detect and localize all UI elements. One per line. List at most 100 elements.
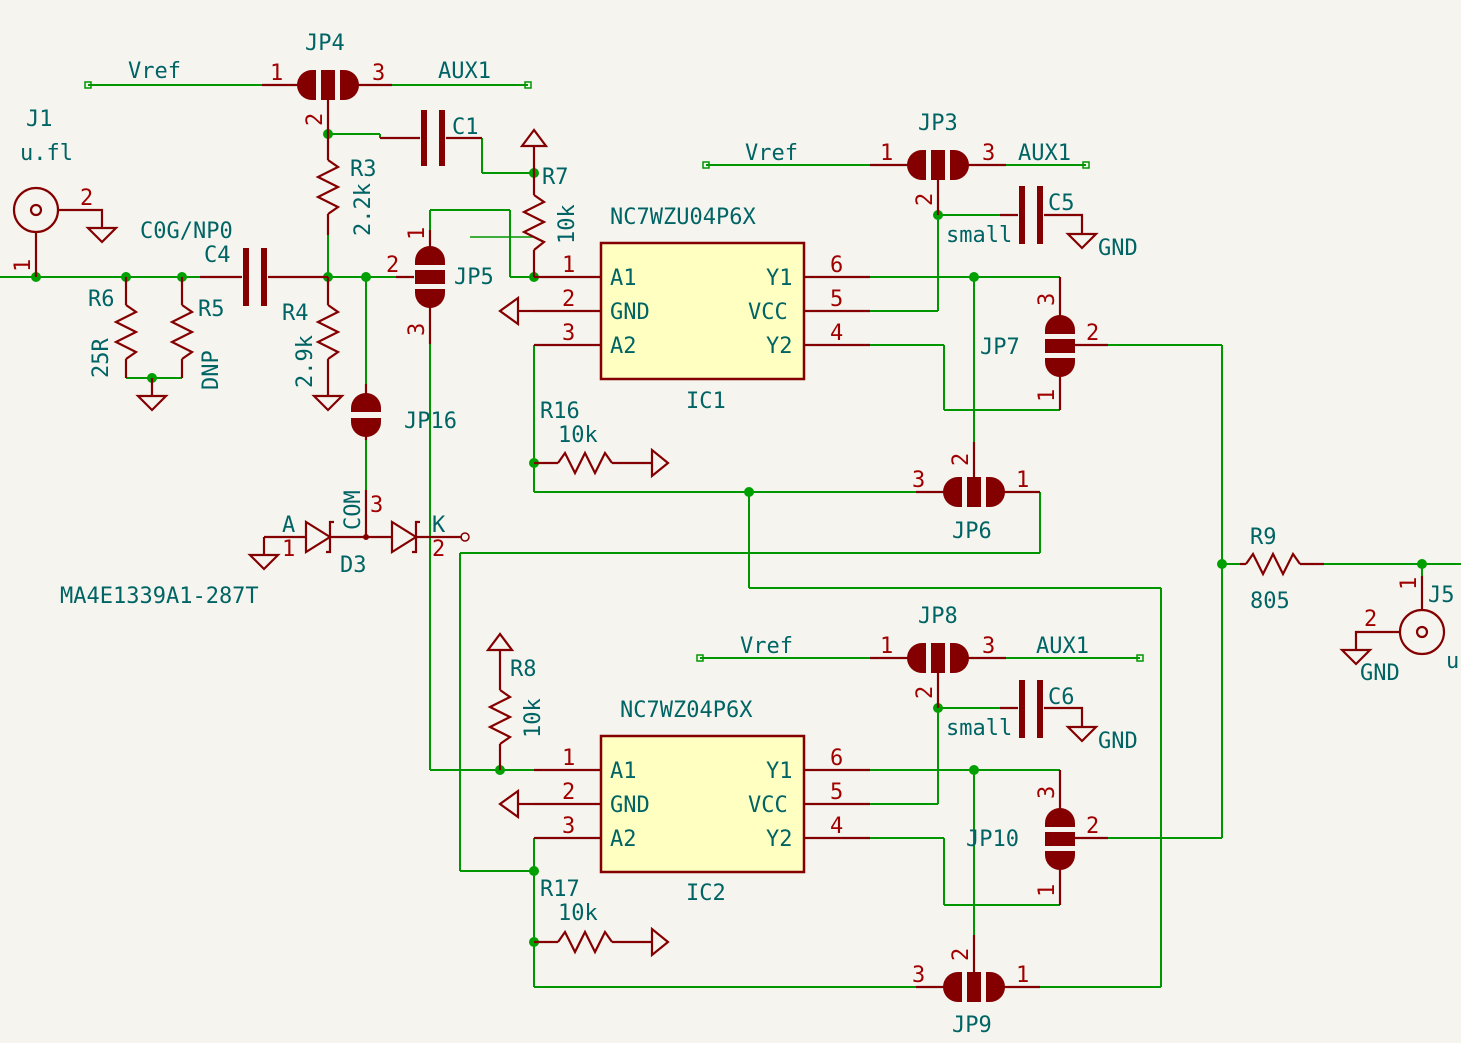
- c1-capacitor[interactable]: C1: [380, 110, 482, 166]
- svg-text:3: 3: [982, 141, 995, 166]
- svg-text:3: 3: [372, 61, 385, 86]
- gnd-label-c5: GND: [1098, 236, 1138, 261]
- svg-text:1: 1: [1035, 884, 1060, 897]
- c4-ref: C4: [204, 243, 231, 268]
- r8-ref: R8: [510, 657, 537, 682]
- r5-value: DNP: [199, 350, 224, 390]
- svg-text:3: 3: [562, 321, 575, 346]
- r17-value: 10k: [558, 901, 598, 926]
- svg-text:Y2: Y2: [766, 334, 793, 359]
- c5-ref: C5: [1048, 191, 1075, 216]
- r5-resistor[interactable]: R5 DNP: [169, 277, 225, 390]
- r9-resistor[interactable]: R9 805: [1240, 525, 1324, 614]
- svg-text:1: 1: [1016, 468, 1029, 493]
- svg-text:2: 2: [562, 780, 575, 805]
- svg-text:1: 1: [562, 253, 575, 278]
- d3-k-label: K: [432, 513, 446, 538]
- svg-text:2: 2: [386, 253, 399, 278]
- r4-ref: R4: [282, 301, 309, 326]
- jp5-ref: JP5: [454, 265, 494, 290]
- jp16-ref: JP16: [404, 409, 457, 434]
- svg-text:AUX1: AUX1: [1018, 141, 1071, 166]
- svg-text:GND: GND: [610, 793, 650, 818]
- r16-resistor[interactable]: R16 10k: [534, 399, 670, 479]
- r6-value: 25R: [89, 338, 114, 378]
- svg-text:Y1: Y1: [766, 759, 793, 784]
- ic2-ref: IC2: [686, 881, 726, 906]
- jp6-jumper[interactable]: JP6 3 1 2: [912, 442, 1040, 544]
- r3-value: 2.2k: [351, 183, 376, 236]
- gnd-label-c6: GND: [1098, 729, 1138, 754]
- svg-text:A1: A1: [610, 266, 637, 291]
- ic1-value: NC7WZU04P6X: [610, 205, 756, 230]
- c6-capacitor[interactable]: C6 small GND: [946, 680, 1138, 754]
- svg-text:1: 1: [1397, 577, 1422, 590]
- svg-text:2: 2: [562, 287, 575, 312]
- gnd-label-j5: GND: [1360, 661, 1400, 686]
- svg-text:1: 1: [1035, 389, 1060, 402]
- gnd-symbol-r6: [135, 378, 169, 412]
- r16-ref: R16: [540, 399, 580, 424]
- svg-text:1: 1: [11, 259, 36, 272]
- svg-text:AUX1: AUX1: [1036, 634, 1089, 659]
- svg-text:1: 1: [562, 746, 575, 771]
- c5-capacitor[interactable]: C5 small GND: [946, 186, 1138, 261]
- svg-text:VCC: VCC: [748, 300, 788, 325]
- jp3-jumper[interactable]: JP3 1 3 2 Vref AUX1: [745, 111, 1071, 215]
- ic1-chip[interactable]: NC7WZU04P6X IC1 A1 GND A2 Y1 VCC Y2 1 2 …: [498, 205, 870, 414]
- svg-text:2: 2: [80, 186, 93, 211]
- j5-ref: J5: [1428, 583, 1455, 608]
- svg-text:2: 2: [913, 686, 938, 699]
- svg-text:3: 3: [562, 814, 575, 839]
- ic2-chip[interactable]: NC7WZ04P6X IC2 A1 GND A2 Y1 VCC Y2 1 2 3…: [498, 698, 870, 906]
- r9-value: 805: [1250, 589, 1290, 614]
- ic1-ref: IC1: [686, 389, 726, 414]
- svg-text:Y1: Y1: [766, 266, 793, 291]
- r17-resistor[interactable]: R17 10k: [534, 877, 670, 958]
- svg-text:Vref: Vref: [745, 141, 798, 166]
- svg-text:Vref: Vref: [740, 634, 793, 659]
- jp5-jumper[interactable]: JP5 2 1 3: [386, 227, 494, 344]
- svg-text:3: 3: [370, 493, 383, 518]
- r4-value: 2.9k: [293, 335, 318, 388]
- r6-resistor[interactable]: R6 25R: [88, 277, 139, 378]
- svg-text:2: 2: [1086, 321, 1099, 346]
- r16-value: 10k: [558, 423, 598, 448]
- svg-text:4: 4: [830, 321, 843, 346]
- svg-text:1: 1: [270, 61, 283, 86]
- svg-text:1: 1: [880, 634, 893, 659]
- svg-text:2: 2: [1364, 607, 1377, 632]
- jp9-jumper[interactable]: JP9 3 1 2: [912, 935, 1040, 1038]
- jp10-ref: JP10: [966, 827, 1019, 852]
- jp4-jumper[interactable]: JP4 1 3 2 Vref AUX1: [128, 31, 491, 134]
- c4-capacitor[interactable]: C0G/NP0 C4: [140, 219, 328, 306]
- d3-ref: D3: [340, 553, 367, 578]
- jp7-jumper[interactable]: JP7 3 1 2: [980, 277, 1108, 410]
- svg-text:Y2: Y2: [766, 827, 793, 852]
- jp16-jumper[interactable]: JP16: [351, 384, 457, 440]
- r7-resistor[interactable]: R7 10k: [519, 128, 580, 277]
- svg-text:1: 1: [1016, 963, 1029, 988]
- r3-resistor[interactable]: R3 2.2k: [315, 134, 377, 236]
- svg-text:3: 3: [982, 634, 995, 659]
- svg-text:A2: A2: [610, 334, 637, 359]
- j1-connector[interactable]: J1 u.fl 2 1: [11, 107, 119, 277]
- svg-text:1: 1: [405, 227, 430, 240]
- jp10-jumper[interactable]: JP10 3 1 2: [966, 770, 1108, 905]
- r8-resistor[interactable]: R8 10k: [485, 632, 546, 770]
- r4-resistor[interactable]: R4 2.9k: [282, 277, 345, 412]
- svg-text:3: 3: [912, 468, 925, 493]
- jp8-jumper[interactable]: JP8 1 3 2 Vref AUX1: [740, 604, 1089, 708]
- r7-ref: R7: [542, 165, 569, 190]
- d3-diode[interactable]: 1 2 3 A K COM D3 MA4E1339A1-287T: [60, 490, 462, 609]
- c5-value: small: [946, 223, 1012, 248]
- svg-text:3: 3: [1035, 786, 1060, 799]
- j5-connector[interactable]: J5 u 2 1 GND: [1339, 576, 1459, 686]
- r8-value: 10k: [521, 698, 546, 738]
- svg-text:A1: A1: [610, 759, 637, 784]
- jp7-ref: JP7: [980, 335, 1020, 360]
- svg-text:1: 1: [282, 537, 295, 562]
- svg-text:2: 2: [949, 948, 974, 961]
- svg-text:3: 3: [405, 323, 430, 336]
